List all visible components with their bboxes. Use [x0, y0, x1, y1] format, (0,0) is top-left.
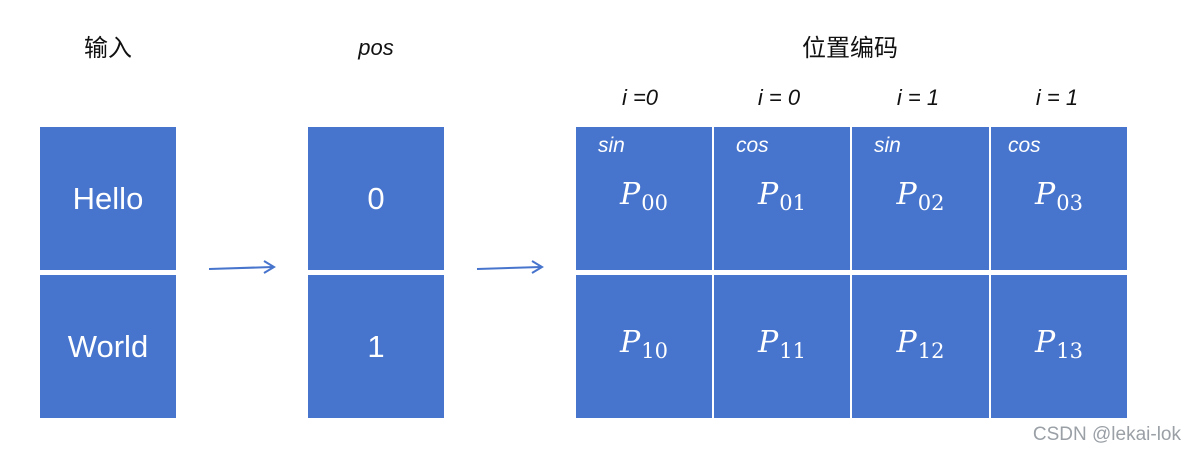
arrow-icon [476, 260, 544, 274]
trig-label: sin [598, 134, 625, 157]
encoding-value: P03 [1035, 177, 1083, 215]
encoding-value: P00 [620, 177, 668, 215]
pos-header: pos [358, 35, 394, 60]
encoding-cell-10: P10 [576, 275, 712, 418]
encoding-value: P11 [758, 325, 806, 363]
index-label-1: i = 0 [757, 85, 801, 110]
input-word: World [67, 328, 149, 364]
encoding-value: P13 [1035, 325, 1083, 363]
position-value: 1 [367, 328, 385, 364]
input-word: Hello [72, 180, 144, 216]
encoding-cell-01: cos P01 [714, 127, 850, 270]
trig-label: cos [736, 134, 769, 157]
input-header: 输入 [84, 34, 132, 62]
position-cell-1: 1 [308, 275, 444, 418]
encoding-cell-13: P13 [991, 275, 1127, 418]
input-cell-world: World [40, 275, 176, 418]
trig-label: sin [874, 134, 901, 157]
positional-encoding-header: 位置编码 [802, 34, 898, 62]
encoding-cell-00: sin P00 [576, 127, 712, 270]
index-label-3: i = 1 [1035, 85, 1079, 110]
encoding-cell-11: P11 [714, 275, 850, 418]
encoding-value: P10 [620, 325, 668, 363]
encoding-cell-02: sin P02 [852, 127, 989, 270]
encoding-value: P01 [758, 177, 806, 215]
encoding-value: P12 [896, 325, 945, 363]
index-label-0: i =0 [621, 85, 659, 110]
index-label-2: i = 1 [896, 85, 940, 110]
encoding-cell-03: cos P03 [991, 127, 1127, 270]
trig-label: cos [1008, 134, 1041, 157]
arrow-icon [208, 260, 276, 274]
position-cell-0: 0 [308, 127, 444, 270]
encoding-cell-12: P12 [852, 275, 989, 418]
encoding-value: P02 [896, 177, 945, 215]
watermark: CSDN @lekai-lok [1032, 424, 1181, 445]
input-cell-hello: Hello [40, 127, 176, 270]
position-value: 0 [367, 180, 385, 216]
